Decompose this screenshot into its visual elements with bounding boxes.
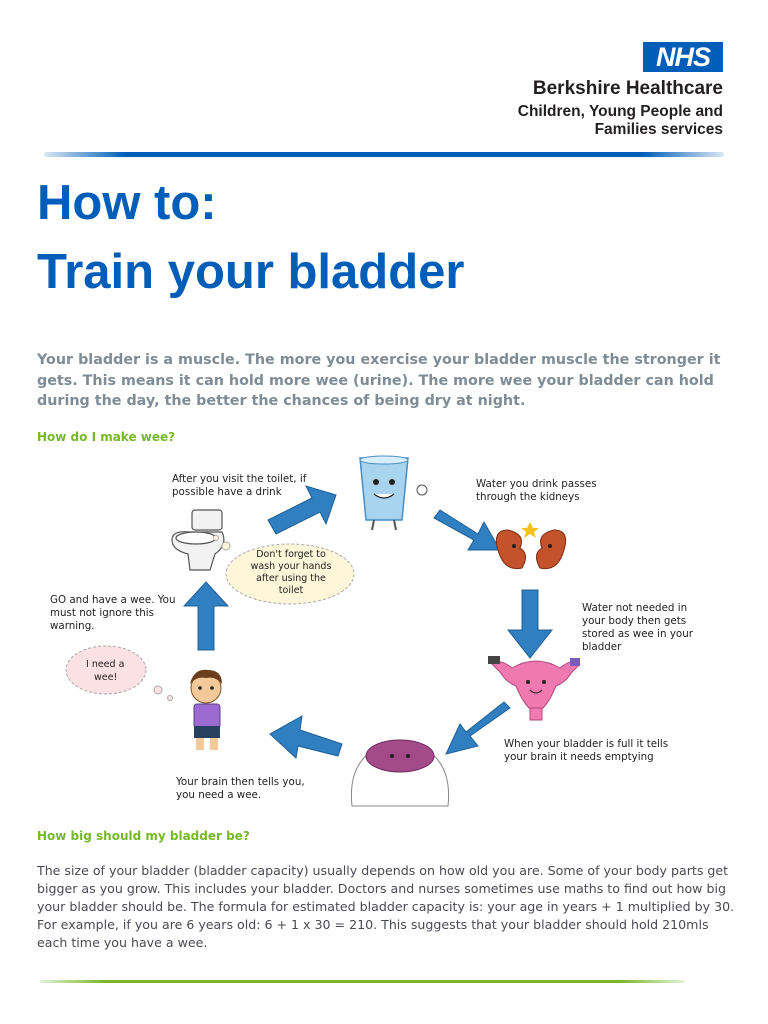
bubble-wash-4: toilet bbox=[278, 585, 304, 596]
label-kidney-2: through the kidneys bbox=[476, 491, 580, 503]
label-drink-2: possible have a drink bbox=[172, 486, 282, 498]
bubble-need-wee-2: wee! bbox=[94, 672, 118, 683]
arrow-left bbox=[269, 715, 343, 759]
arrow-up-right bbox=[267, 485, 337, 535]
water-glass-icon bbox=[359, 455, 428, 531]
label-full-2: your brain it needs emptying bbox=[504, 751, 654, 763]
label-bladder-2: your body then gets bbox=[582, 615, 687, 627]
org-name: Berkshire Healthcare bbox=[532, 78, 723, 99]
label-bladder-4: bladder bbox=[582, 641, 622, 653]
kidneys-icon bbox=[495, 522, 567, 570]
section-heading-make-wee: How do I make wee? bbox=[37, 430, 176, 444]
bubble-wash-3: after using the bbox=[256, 573, 326, 584]
arrow-down-right bbox=[433, 509, 501, 551]
bladder-cycle-diagram: After you visit the toilet, if possible … bbox=[30, 450, 730, 810]
nhs-logo: NHS bbox=[643, 42, 723, 72]
cycle-illustration bbox=[65, 455, 581, 807]
brain-icon bbox=[350, 739, 450, 807]
label-go-3: warning. bbox=[50, 620, 95, 632]
org-subtitle-line2: Families services bbox=[594, 121, 723, 138]
intro-paragraph: Your bladder is a muscle. The more you e… bbox=[37, 352, 721, 409]
toilet-icon bbox=[171, 509, 225, 571]
label-full-1: When your bladder is full it tells bbox=[504, 738, 669, 750]
page-title-line1: How to: bbox=[37, 176, 217, 230]
boy-icon bbox=[190, 669, 222, 750]
arrow-down bbox=[506, 589, 554, 659]
label-drink-1: After you visit the toilet, if bbox=[172, 473, 307, 485]
bladder-icon bbox=[488, 656, 581, 721]
footer-divider bbox=[40, 980, 684, 983]
label-brain-2: you need a wee. bbox=[176, 789, 262, 801]
label-bladder-1: Water not needed in bbox=[582, 602, 688, 614]
section-heading-bladder-size: How big should my bladder be? bbox=[37, 829, 250, 843]
label-bladder-3: stored as wee in your bbox=[582, 628, 693, 640]
label-brain-1: Your brain then tells you, bbox=[176, 776, 305, 788]
bladder-size-paragraph: The size of your bladder (bladder capaci… bbox=[37, 863, 735, 950]
bubble-wash-1: Don't forget to bbox=[256, 549, 326, 560]
label-go-2: must not ignore this bbox=[50, 607, 154, 619]
org-subtitle-line1: Children, Young People and bbox=[517, 103, 723, 120]
thought-bubble-need-wee bbox=[65, 645, 173, 701]
arrow-down-left bbox=[445, 701, 511, 755]
label-go-1: GO and have a wee. You bbox=[50, 594, 176, 606]
arrow-up bbox=[182, 581, 230, 651]
thought-bubble-wash-hands bbox=[213, 535, 355, 605]
header-divider bbox=[44, 152, 724, 157]
page-title-line2: Train your bladder bbox=[37, 245, 465, 299]
bubble-wash-2: wash your hands bbox=[250, 561, 332, 572]
label-kidney-1: Water you drink passes bbox=[476, 478, 597, 490]
bubble-need-wee-1: I need a bbox=[86, 659, 125, 670]
